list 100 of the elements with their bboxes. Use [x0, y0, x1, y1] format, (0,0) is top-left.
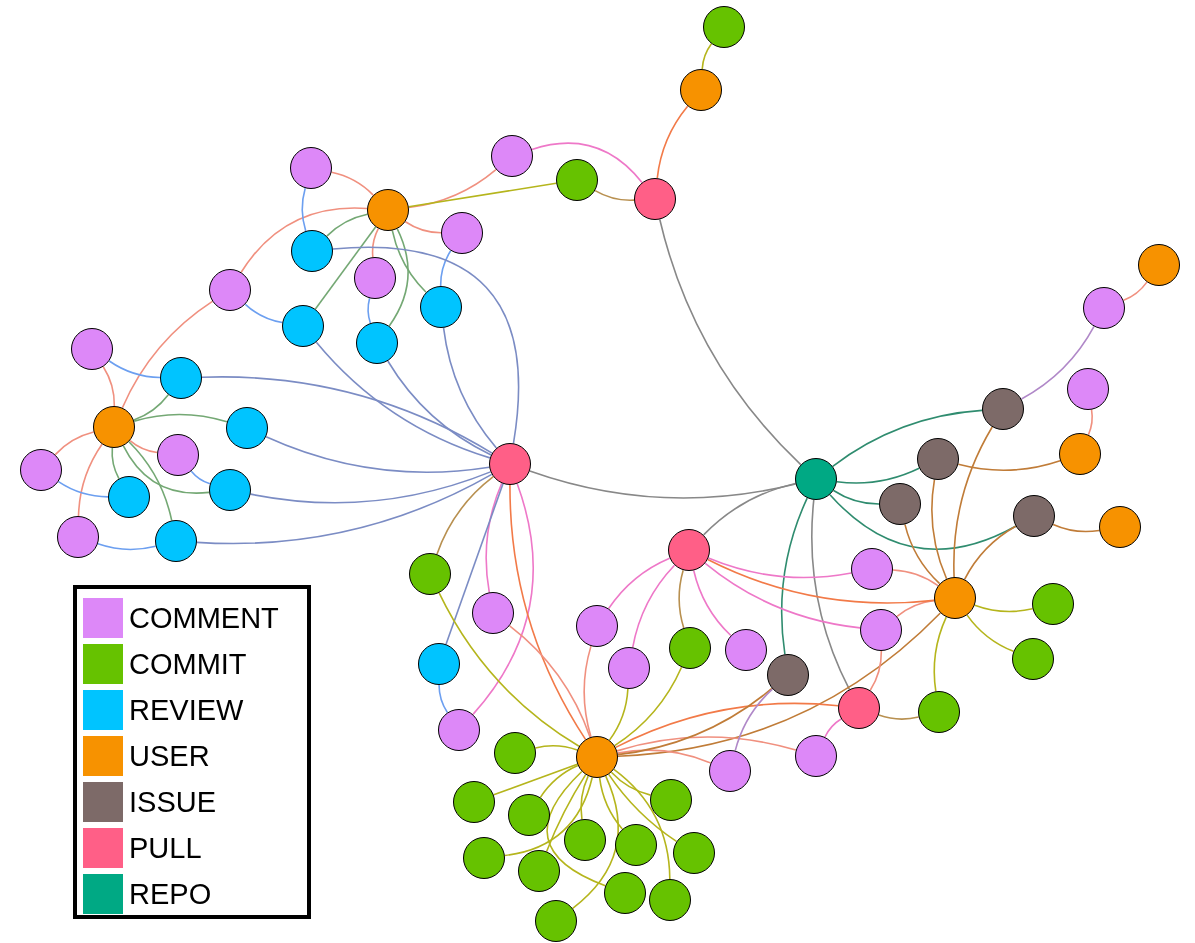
- circle-node: [649, 879, 691, 921]
- circle-node: [668, 529, 710, 571]
- edge-line: [706, 558, 935, 604]
- circle-node: [291, 230, 333, 272]
- circle-node: [20, 449, 62, 491]
- edge-line: [598, 777, 624, 830]
- edge-line: [963, 525, 1017, 581]
- edge-line: [122, 445, 210, 494]
- edge-line: [613, 666, 683, 747]
- circle-node: [680, 69, 722, 111]
- circle-node: [226, 407, 268, 449]
- circle-node: [441, 212, 483, 254]
- edge-line: [314, 226, 377, 310]
- circle-node: [918, 691, 960, 733]
- edge-line: [133, 393, 170, 421]
- circle-node: [725, 629, 767, 671]
- circle-node: [982, 388, 1024, 430]
- circle-node: [420, 286, 462, 328]
- edge-line: [607, 773, 678, 843]
- edge-line: [878, 714, 920, 720]
- circle-node: [209, 469, 251, 511]
- legend-label: COMMENT: [129, 601, 279, 635]
- circle-node: [851, 548, 893, 590]
- edge-line: [836, 467, 920, 484]
- edge-line: [301, 187, 307, 232]
- edge-line: [832, 489, 880, 505]
- circle-node: [290, 147, 332, 189]
- edge-line: [973, 604, 1034, 613]
- edge-line: [129, 439, 158, 454]
- edge-line: [436, 475, 495, 555]
- circle-node: [57, 516, 99, 558]
- circle-node: [108, 476, 150, 518]
- circle-node: [879, 483, 921, 525]
- circle-node: [934, 577, 976, 619]
- edge-line: [594, 189, 635, 201]
- edge-line: [607, 557, 671, 610]
- edge-line: [707, 557, 853, 579]
- edge-line: [54, 431, 95, 456]
- legend-label: USER: [129, 739, 210, 773]
- edge-line: [780, 497, 808, 656]
- edge-line: [508, 624, 591, 738]
- edge-line: [128, 441, 173, 522]
- circle-node: [917, 438, 959, 480]
- edge-line: [896, 599, 935, 618]
- edge-line: [111, 447, 120, 480]
- edge-line: [387, 360, 492, 456]
- circle-node: [282, 305, 324, 347]
- circle-node: [673, 832, 715, 874]
- edge-line: [315, 341, 491, 459]
- circle-node: [489, 443, 531, 485]
- circle-node: [709, 750, 751, 792]
- circle-node: [209, 269, 251, 311]
- edge-line: [539, 764, 579, 799]
- edge-line: [249, 471, 492, 504]
- edge-line: [1052, 523, 1101, 533]
- edge-line: [966, 614, 1015, 653]
- edge-line: [57, 480, 109, 498]
- edge-line: [438, 592, 580, 747]
- edge-line: [201, 376, 493, 454]
- circle-node: [576, 736, 618, 778]
- circle-node: [1138, 244, 1180, 286]
- edge-line: [678, 569, 685, 629]
- edge-line: [102, 365, 116, 407]
- edge-line: [829, 493, 1017, 550]
- edge-line: [931, 478, 948, 580]
- circle-node: [564, 819, 606, 861]
- edge-line: [617, 687, 773, 756]
- circle-node: [157, 434, 199, 476]
- circle-node: [472, 592, 514, 634]
- circle-node: [494, 732, 536, 774]
- circle-node: [418, 643, 460, 685]
- edge-line: [108, 360, 161, 379]
- edge-line: [240, 207, 368, 274]
- edge-line: [692, 569, 732, 637]
- edge-line: [404, 220, 442, 234]
- edge-line: [439, 249, 452, 287]
- circle-node: [767, 654, 809, 696]
- circle-node: [615, 824, 657, 866]
- edge-line: [330, 171, 375, 196]
- edge-line: [1122, 281, 1148, 302]
- circle-node: [354, 257, 396, 299]
- circle-node: [93, 406, 135, 448]
- edge-line: [442, 327, 498, 449]
- circle-node: [1083, 287, 1125, 329]
- edge-line: [326, 213, 369, 237]
- circle-node: [634, 178, 676, 220]
- edge-line: [631, 564, 676, 649]
- circle-node: [367, 189, 409, 231]
- circle-node: [1067, 368, 1109, 410]
- edge-line: [332, 246, 520, 445]
- edge-line: [190, 470, 211, 485]
- edge-line: [869, 650, 883, 692]
- edge-line: [196, 473, 493, 545]
- edge-line: [546, 770, 607, 887]
- edge-line: [608, 688, 629, 741]
- edge-line: [121, 300, 214, 409]
- circle-node: [1013, 495, 1055, 537]
- edge-line: [610, 771, 652, 796]
- circle-node: [556, 159, 598, 201]
- edge-line: [580, 775, 589, 821]
